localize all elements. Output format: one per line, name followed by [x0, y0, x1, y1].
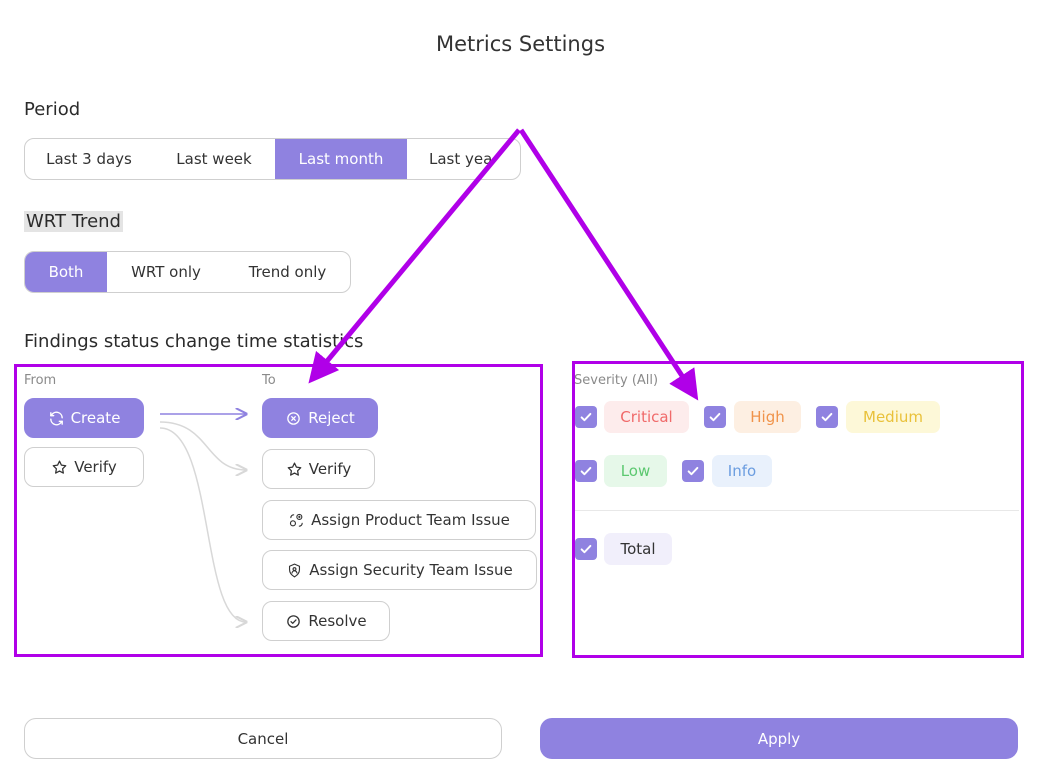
annotation-box-findings: [14, 364, 543, 657]
wrt-option-trend-only[interactable]: Trend only: [248, 263, 327, 281]
total-tag: Total: [604, 533, 672, 565]
from-create-label: Create: [70, 409, 121, 427]
team-icon: [290, 513, 303, 527]
dialog-title: Metrics Settings: [435, 32, 606, 56]
from-verify-label: Verify: [74, 458, 117, 476]
to-label: To: [262, 373, 276, 388]
low-checkbox[interactable]: [575, 460, 597, 482]
medium-tag: Medium: [846, 401, 940, 433]
info-checkbox[interactable]: [682, 460, 704, 482]
wrt-option-both[interactable]: Both: [25, 252, 107, 292]
critical-checkbox[interactable]: [575, 406, 597, 428]
period-option-last-month[interactable]: Last month: [275, 139, 407, 179]
from-verify-button[interactable]: Verify: [24, 447, 144, 487]
high-tag: High: [734, 401, 801, 433]
from-label: From: [24, 373, 57, 388]
star-icon: [287, 461, 302, 476]
wrt-trend-label: WRT Trend: [24, 211, 123, 232]
checkmark-icon: [580, 412, 592, 422]
checkmark-icon: [687, 466, 699, 476]
from-create-button[interactable]: Create: [24, 398, 144, 438]
to-assign-security-team-label: Assign Security Team Issue: [309, 561, 513, 579]
checkmark-icon: [709, 412, 721, 422]
cancel-button[interactable]: Cancel: [24, 718, 502, 759]
medium-checkbox[interactable]: [816, 406, 838, 428]
x-circle-icon: [287, 411, 301, 425]
to-verify-button[interactable]: Verify: [262, 449, 375, 489]
info-tag: Info: [712, 455, 772, 487]
low-tag: Low: [604, 455, 667, 487]
to-assign-security-team-button[interactable]: Assign Security Team Issue: [262, 550, 537, 590]
wrt-trend-segmented-control: Both WRT only Trend only: [24, 251, 351, 293]
period-option-last-week[interactable]: Last week: [176, 150, 252, 168]
checkmark-icon: [580, 466, 592, 476]
to-assign-product-team-label: Assign Product Team Issue: [311, 511, 510, 529]
to-verify-label: Verify: [308, 460, 352, 478]
critical-tag: Critical: [604, 401, 689, 433]
period-segmented-control: Last 3 days Last week Last month Last ye…: [24, 138, 521, 180]
total-checkbox[interactable]: [575, 538, 597, 560]
wrt-option-wrt-only[interactable]: WRT only: [131, 263, 201, 281]
to-assign-product-team-button[interactable]: Assign Product Team Issue: [262, 500, 536, 540]
high-checkbox[interactable]: [704, 406, 726, 428]
severity-divider: [573, 510, 1019, 511]
period-label: Period: [24, 99, 81, 120]
to-resolve-button[interactable]: Resolve: [262, 601, 390, 641]
period-option-last-year[interactable]: Last yea: [429, 150, 493, 168]
check-circle-icon: [287, 614, 301, 628]
star-icon: [52, 459, 67, 474]
shield-user-icon: [289, 563, 301, 577]
findings-label: Findings status change time statistics: [24, 331, 364, 352]
refresh-icon: [49, 411, 63, 425]
to-reject-label: Reject: [308, 409, 355, 427]
period-option-last-3-days[interactable]: Last 3 days: [46, 150, 132, 168]
annotation-arrow-severity: [518, 128, 699, 401]
annotation-box-severity: [572, 361, 1024, 658]
checkmark-icon: [821, 412, 833, 422]
apply-button[interactable]: Apply: [540, 718, 1018, 759]
checkmark-icon: [580, 544, 592, 554]
to-reject-button[interactable]: Reject: [262, 398, 378, 438]
to-resolve-label: Resolve: [308, 612, 367, 630]
